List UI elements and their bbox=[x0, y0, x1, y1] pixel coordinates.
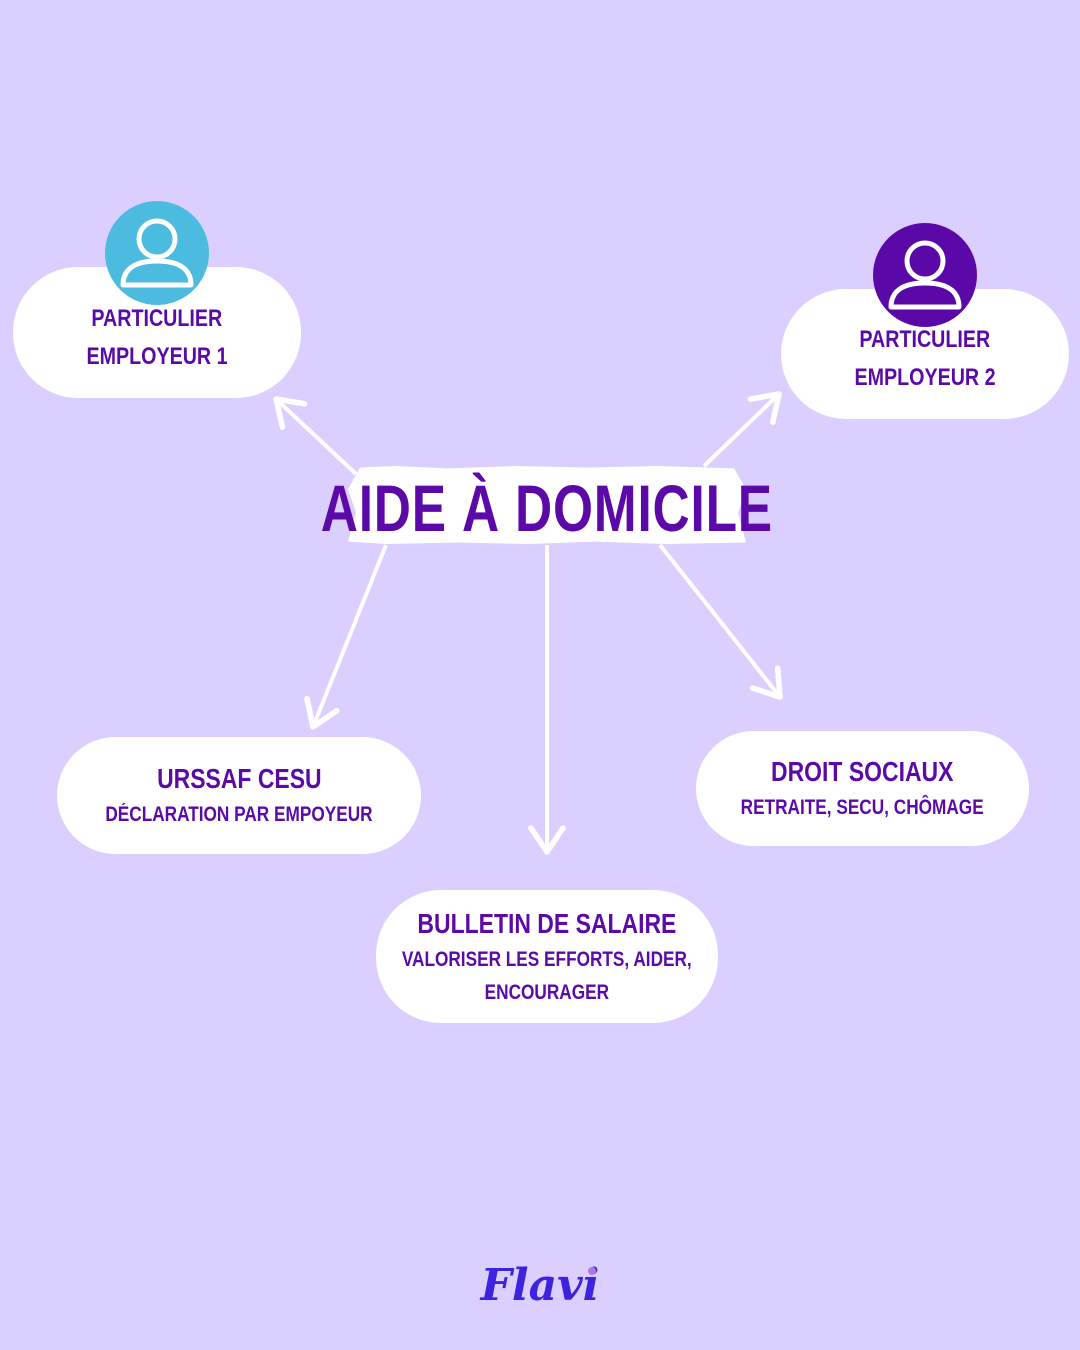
brand-logo-text: Flavi bbox=[480, 1259, 600, 1311]
node-bulletin: BULLETIN DE SALAIRE VALORISER LES EFFORT… bbox=[376, 890, 718, 1023]
arrow-to-employer1 bbox=[273, 396, 358, 476]
droits-subtitle: RETRAITE, SECU, CHÔMAGE bbox=[740, 796, 984, 819]
employer-2-line-1: PARTICULIER bbox=[859, 326, 991, 353]
logo-dot bbox=[588, 1267, 596, 1275]
employer-2-avatar bbox=[873, 223, 977, 327]
bulletin-subtitle-line-1: VALORISER LES EFFORTS, AIDER, bbox=[402, 947, 692, 971]
brand-logo: Flavi bbox=[470, 1255, 610, 1315]
center-title-text: AIDE À DOMICILE bbox=[320, 471, 774, 545]
bulletin-title: BULLETIN DE SALAIRE bbox=[417, 907, 677, 939]
center-title-background bbox=[348, 466, 746, 544]
employer-1-avatar bbox=[105, 201, 209, 305]
bulletin-subtitle-line-2: ENCOURAGER bbox=[484, 980, 610, 1004]
node-urssaf: URSSAF CESU DÉCLARATION PAR EMPOYEUR bbox=[57, 737, 421, 854]
arrow-to-employer2 bbox=[702, 391, 782, 468]
arrow-to-droits bbox=[658, 543, 783, 700]
employer-1-line-2: EMPLOYEUR 1 bbox=[86, 342, 228, 370]
employer-2-line-2: EMPLOYEUR 2 bbox=[854, 364, 996, 391]
user-icon bbox=[120, 218, 194, 288]
node-droits-sociaux: DROIT SOCIAUX RETRAITE, SECU, CHÔMAGE bbox=[696, 731, 1029, 846]
urssaf-title: URSSAF CESU bbox=[156, 763, 322, 794]
center-title: AIDE À DOMICILE bbox=[321, 466, 772, 550]
node-employer-2: PARTICULIER EMPLOYEUR 2 bbox=[781, 289, 1069, 419]
employer-1-line-1: PARTICULIER bbox=[91, 304, 223, 332]
user-icon bbox=[888, 240, 962, 310]
arrow-to-urssaf bbox=[304, 544, 388, 730]
urssaf-subtitle: DÉCLARATION PAR EMPOYEUR bbox=[105, 803, 373, 826]
droits-title: DROIT SOCIAUX bbox=[771, 756, 954, 787]
